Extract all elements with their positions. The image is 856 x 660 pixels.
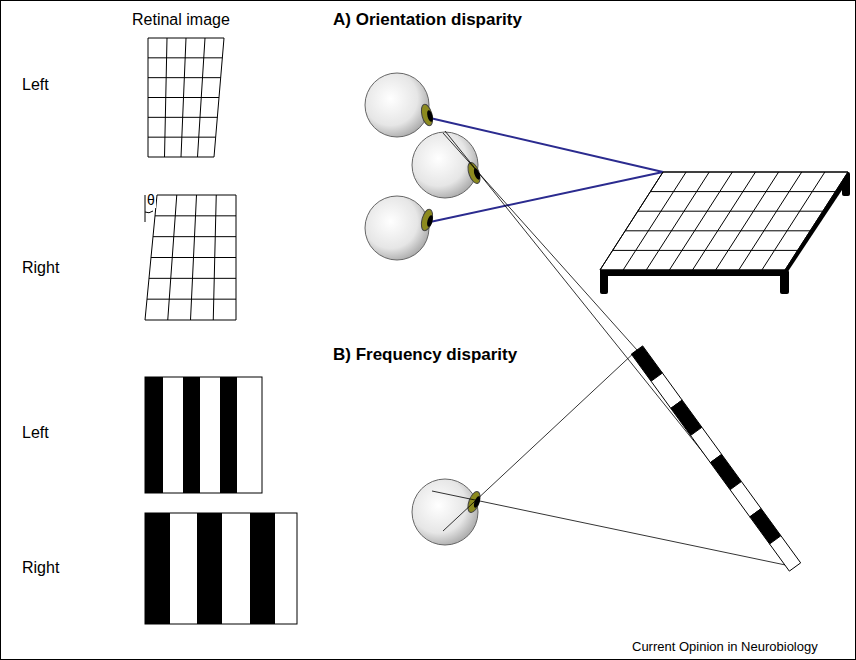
grid-line xyxy=(650,191,835,192)
right-grating xyxy=(145,513,297,624)
left-retinal-grid xyxy=(148,38,224,157)
grid-line xyxy=(157,195,236,196)
grid-line xyxy=(148,157,214,158)
grid-line xyxy=(785,172,848,270)
panel-heading: A) Orientation disparity xyxy=(333,10,522,30)
grid-line xyxy=(153,236,236,237)
eye-label: Left xyxy=(22,424,49,442)
grid-line xyxy=(147,299,236,300)
bar-segment xyxy=(770,536,801,571)
grid-line xyxy=(693,172,756,270)
eye-label: Right xyxy=(22,259,59,277)
grid-line xyxy=(739,172,802,270)
column-heading: Retinal image xyxy=(132,11,230,29)
grid-line xyxy=(613,250,798,251)
eye-label: Right xyxy=(22,559,59,577)
grid-line xyxy=(600,270,785,271)
grid-line xyxy=(148,117,217,118)
grid-line xyxy=(155,215,236,216)
right-retinal-grid xyxy=(145,195,236,320)
grid-line xyxy=(669,172,732,270)
angle-arc xyxy=(145,211,153,213)
angle-symbol: θ xyxy=(146,192,156,208)
grid-line xyxy=(638,211,823,212)
grid-line xyxy=(148,57,222,58)
grid-table xyxy=(600,172,850,294)
grid-line xyxy=(762,172,825,270)
left-grating xyxy=(145,377,262,493)
grid-line xyxy=(600,172,663,270)
journal-credit: Current Opinion in Neurobiology xyxy=(632,640,818,655)
grid-line xyxy=(145,320,236,321)
eye xyxy=(412,479,482,545)
grid-line xyxy=(148,38,224,39)
eye xyxy=(365,196,435,260)
panel-heading: B) Frequency disparity xyxy=(333,345,517,365)
grid-line xyxy=(151,257,236,258)
eye-label: Left xyxy=(22,76,49,94)
grid-line xyxy=(148,77,221,78)
grid-line xyxy=(623,172,686,270)
grid-line xyxy=(148,97,219,98)
grid-line xyxy=(148,137,216,138)
grid-line xyxy=(663,172,848,173)
striped-bar xyxy=(631,346,800,571)
grid-line xyxy=(716,172,779,270)
grid-line xyxy=(149,278,236,279)
grid-line xyxy=(625,230,810,231)
eye xyxy=(365,73,435,137)
grid-line xyxy=(646,172,709,270)
